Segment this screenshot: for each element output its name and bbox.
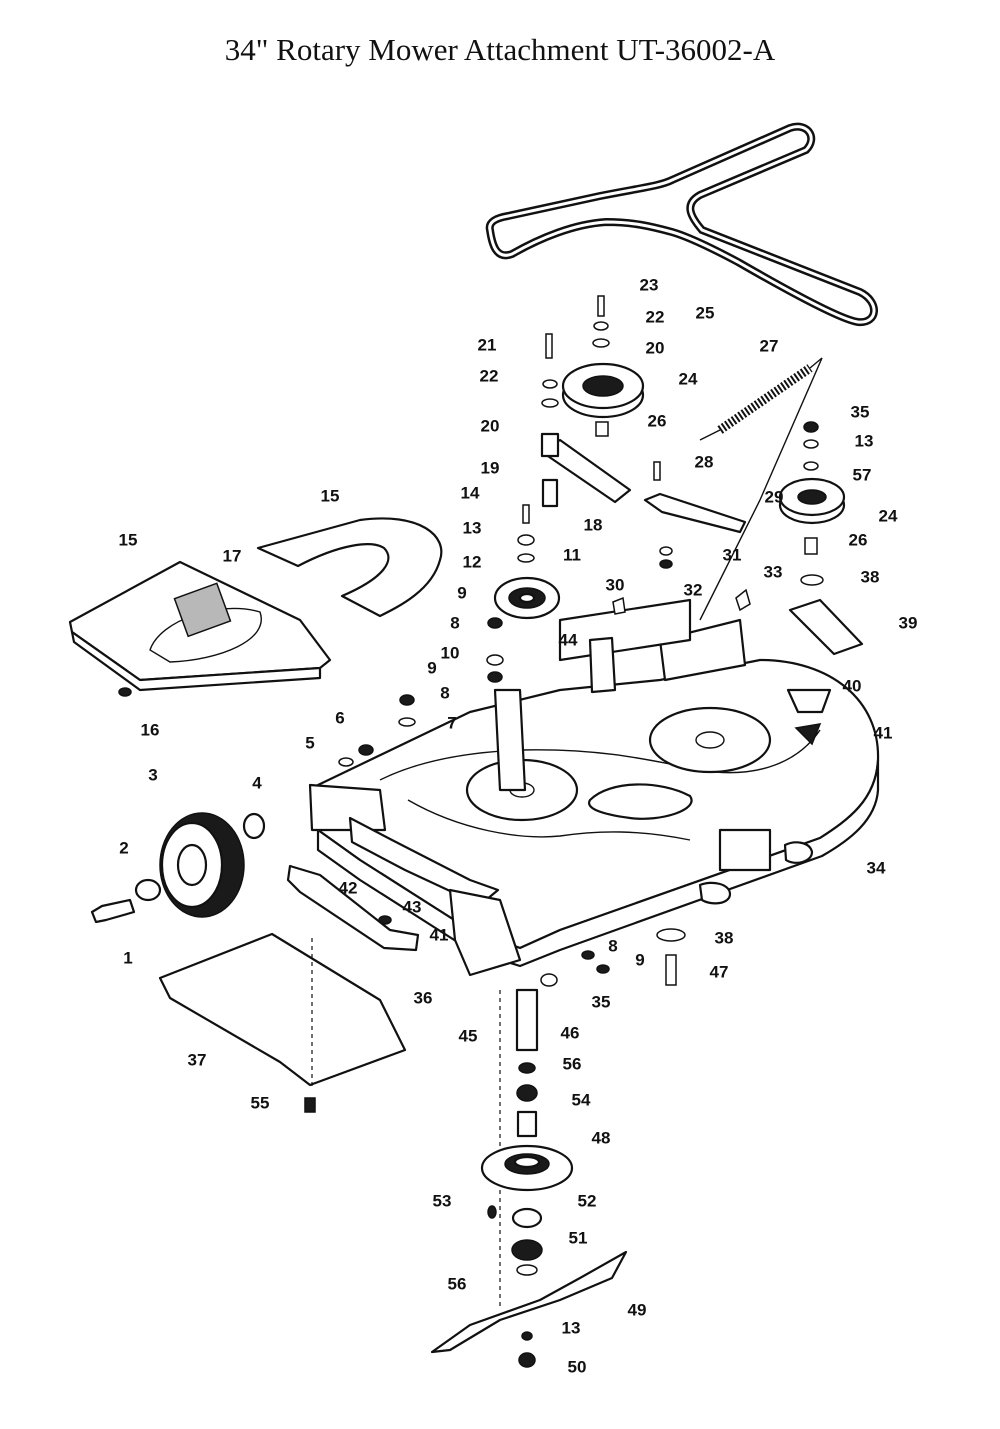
part-number-callout: 20 (646, 339, 665, 358)
diagram-title: 34" Rotary Mower Attachment UT-36002-A (224, 32, 776, 67)
part-number-callout: 4 (252, 774, 262, 793)
part-number-callout: 39 (899, 614, 918, 633)
chute-deflector (158, 932, 407, 1090)
part-number-callout: 46 (561, 1024, 580, 1043)
mower-blade (430, 1250, 628, 1354)
part-number-callout: 12 (463, 553, 482, 572)
part-number-callout: 11 (563, 546, 581, 565)
part-number-callout: 18 (584, 516, 603, 535)
deck-cover-left (68, 560, 332, 692)
part-number-callout: 10 (441, 644, 460, 663)
tension-spring (699, 357, 823, 621)
part-number-callout: 34 (867, 859, 886, 878)
drive-belt (485, 122, 878, 327)
part-number-callout: 15 (321, 487, 340, 506)
part-number-callout: 41 (874, 724, 893, 743)
part-number-callout: 1 (123, 949, 132, 968)
part-number-callout: 22 (480, 367, 499, 386)
part-number-callout: 23 (640, 276, 659, 295)
spindle-pulley (493, 576, 561, 620)
part-number-callout: 49 (628, 1301, 647, 1320)
part-number-callout: 38 (715, 929, 734, 948)
part-number-callout: 3 (148, 766, 157, 785)
deck-cover-right (256, 517, 443, 618)
idler-arm (540, 432, 632, 508)
part-number-callout: 48 (592, 1129, 611, 1148)
part-number-callout: 8 (440, 684, 449, 703)
part-number-callout: 57 (853, 466, 872, 485)
part-number-callout: 13 (562, 1319, 581, 1338)
part-number-callout: 13 (855, 432, 874, 451)
part-number-callout: 20 (481, 417, 500, 436)
part-number-callout: 52 (578, 1192, 597, 1211)
fasteners (118, 295, 824, 1113)
part-number-callout: 31 (723, 546, 742, 565)
part-number-callout: 42 (339, 879, 358, 898)
part-number-callout: 43 (403, 898, 422, 917)
part-number-callout: 21 (478, 336, 497, 355)
part-number-callout: 28 (695, 453, 714, 472)
pulley-bracket (788, 598, 864, 656)
part-number-callout: 50 (568, 1358, 587, 1377)
part-number-callout: 26 (648, 412, 667, 431)
discharge-chute (286, 864, 420, 952)
part-number-callout: 35 (592, 993, 611, 1012)
part-number-callout: 7 (447, 714, 456, 733)
part-number-callout: 27 (760, 337, 779, 356)
part-number-callout: 32 (684, 581, 703, 600)
part-number-callout: 33 (764, 563, 783, 582)
part-number-callout: 25 (696, 304, 715, 323)
part-number-callout: 55 (251, 1094, 270, 1113)
part-number-callout: 8 (608, 937, 617, 956)
part-number-callout: 6 (335, 709, 344, 728)
part-number-callout: 8 (450, 614, 459, 633)
part-number-callout: 19 (481, 459, 500, 478)
part-number-callout: 17 (223, 547, 242, 566)
idler-pulley-right (778, 477, 846, 525)
part-number-callout: 47 (710, 963, 729, 982)
part-number-callout: 30 (606, 576, 625, 595)
part-number-callout: 45 (459, 1027, 478, 1046)
part-number-callout: 44 (559, 631, 578, 650)
part-number-callout: 53 (433, 1192, 452, 1211)
part-number-callout: 56 (563, 1055, 582, 1074)
part-number-callout: 29 (765, 488, 784, 507)
part-number-callout: 2 (119, 839, 128, 858)
part-number-callout: 56 (448, 1275, 467, 1294)
part-number-callout: 16 (141, 721, 160, 740)
part-number-callout: 51 (569, 1229, 588, 1248)
part-number-callout: 37 (188, 1051, 207, 1070)
part-number-callout: 26 (849, 531, 868, 550)
part-number-callout: 35 (851, 403, 870, 422)
gauge-wheel (90, 812, 266, 924)
part-number-callout: 15 (119, 531, 138, 550)
part-number-callout: 54 (572, 1091, 591, 1110)
part-number-callout: 36 (414, 989, 433, 1008)
idler-pulley-upper (561, 362, 645, 419)
part-number-callout: 9 (427, 659, 436, 678)
mower-deck (308, 598, 880, 977)
part-number-callout: 24 (679, 370, 698, 389)
part-number-callout: 38 (861, 568, 880, 587)
part-number-callout: 40 (843, 677, 862, 696)
part-number-callout: 24 (879, 507, 898, 526)
part-number-callout: 9 (635, 951, 644, 970)
part-number-callout: 5 (305, 734, 314, 753)
part-number-callout: 22 (646, 308, 665, 327)
part-number-callout: 14 (461, 484, 480, 503)
part-number-callout: 41 (430, 926, 449, 945)
part-number-callout: 13 (463, 519, 482, 538)
spindle-assembly (480, 988, 574, 1368)
part-number-callout: 9 (457, 584, 466, 603)
tension-arm (643, 492, 747, 534)
